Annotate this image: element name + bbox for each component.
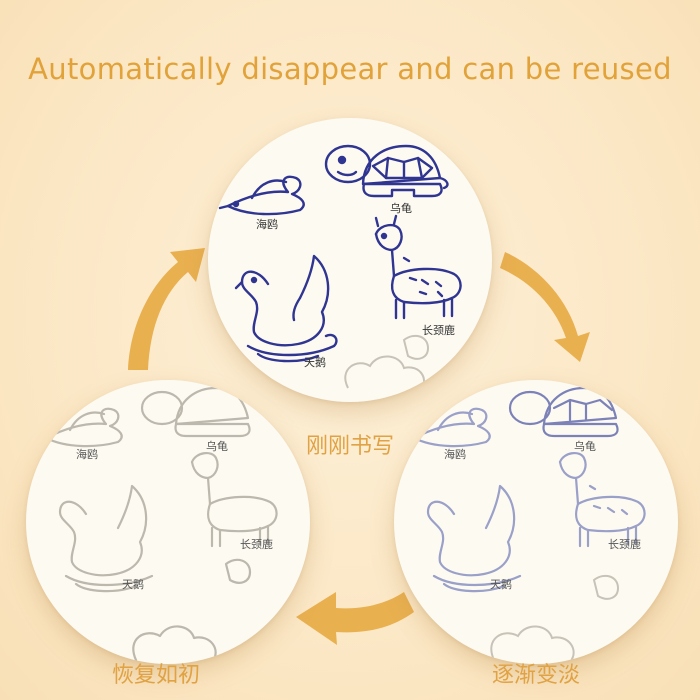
caption-fading: 逐渐变淡 xyxy=(491,663,580,688)
seagull-label: 海鸥 xyxy=(256,217,278,231)
cycle-arrow-icon xyxy=(128,248,205,370)
seagull-drawing-icon xyxy=(218,175,305,216)
seagull-drawing-icon xyxy=(44,407,123,448)
disc-restored: 海鸥 乌龟 长颈鹿 天鹅 xyxy=(26,380,310,664)
disc-fading: 海鸥 乌龟 长颈鹿 天鹅 xyxy=(394,380,678,664)
giraffe-drawing-icon xyxy=(558,452,646,548)
disc-freshly-written: 海鸥 乌龟 长颈鹿 天鹅 xyxy=(208,118,492,402)
turtle-drawing-icon xyxy=(324,144,449,198)
giraffe-label: 长颈鹿 xyxy=(240,537,273,551)
seagull-label: 海鸥 xyxy=(76,447,98,461)
sheep-outline-icon xyxy=(490,574,620,663)
turtle-drawing-icon xyxy=(140,386,251,438)
swan-label: 天鹅 xyxy=(304,355,326,369)
turtle-label: 乌龟 xyxy=(206,439,228,453)
giraffe-label: 长颈鹿 xyxy=(608,537,641,551)
giraffe-drawing-icon xyxy=(190,452,278,548)
caption-restored: 恢复如初 xyxy=(111,663,200,688)
giraffe-drawing-icon xyxy=(374,214,462,320)
cycle-arrow-icon xyxy=(296,592,414,645)
giraffe-label: 长颈鹿 xyxy=(422,323,455,337)
seagull-label: 海鸥 xyxy=(444,447,466,461)
swan-drawing-icon xyxy=(426,484,522,593)
sheep-outline-icon xyxy=(344,334,430,391)
cycle-arrow-icon xyxy=(500,252,590,362)
headline: Automatically disappear and can be reuse… xyxy=(28,52,672,86)
swan-drawing-icon xyxy=(234,254,338,363)
swan-label: 天鹅 xyxy=(122,577,144,591)
swan-label: 天鹅 xyxy=(490,577,512,591)
seagull-drawing-icon xyxy=(412,407,491,448)
turtle-label: 乌龟 xyxy=(574,439,596,453)
turtle-label: 乌龟 xyxy=(390,201,412,215)
turtle-drawing-icon xyxy=(508,386,619,438)
swan-drawing-icon xyxy=(58,484,154,593)
caption-freshly-written: 刚刚书写 xyxy=(305,434,394,459)
sheep-outline-icon xyxy=(132,558,252,664)
